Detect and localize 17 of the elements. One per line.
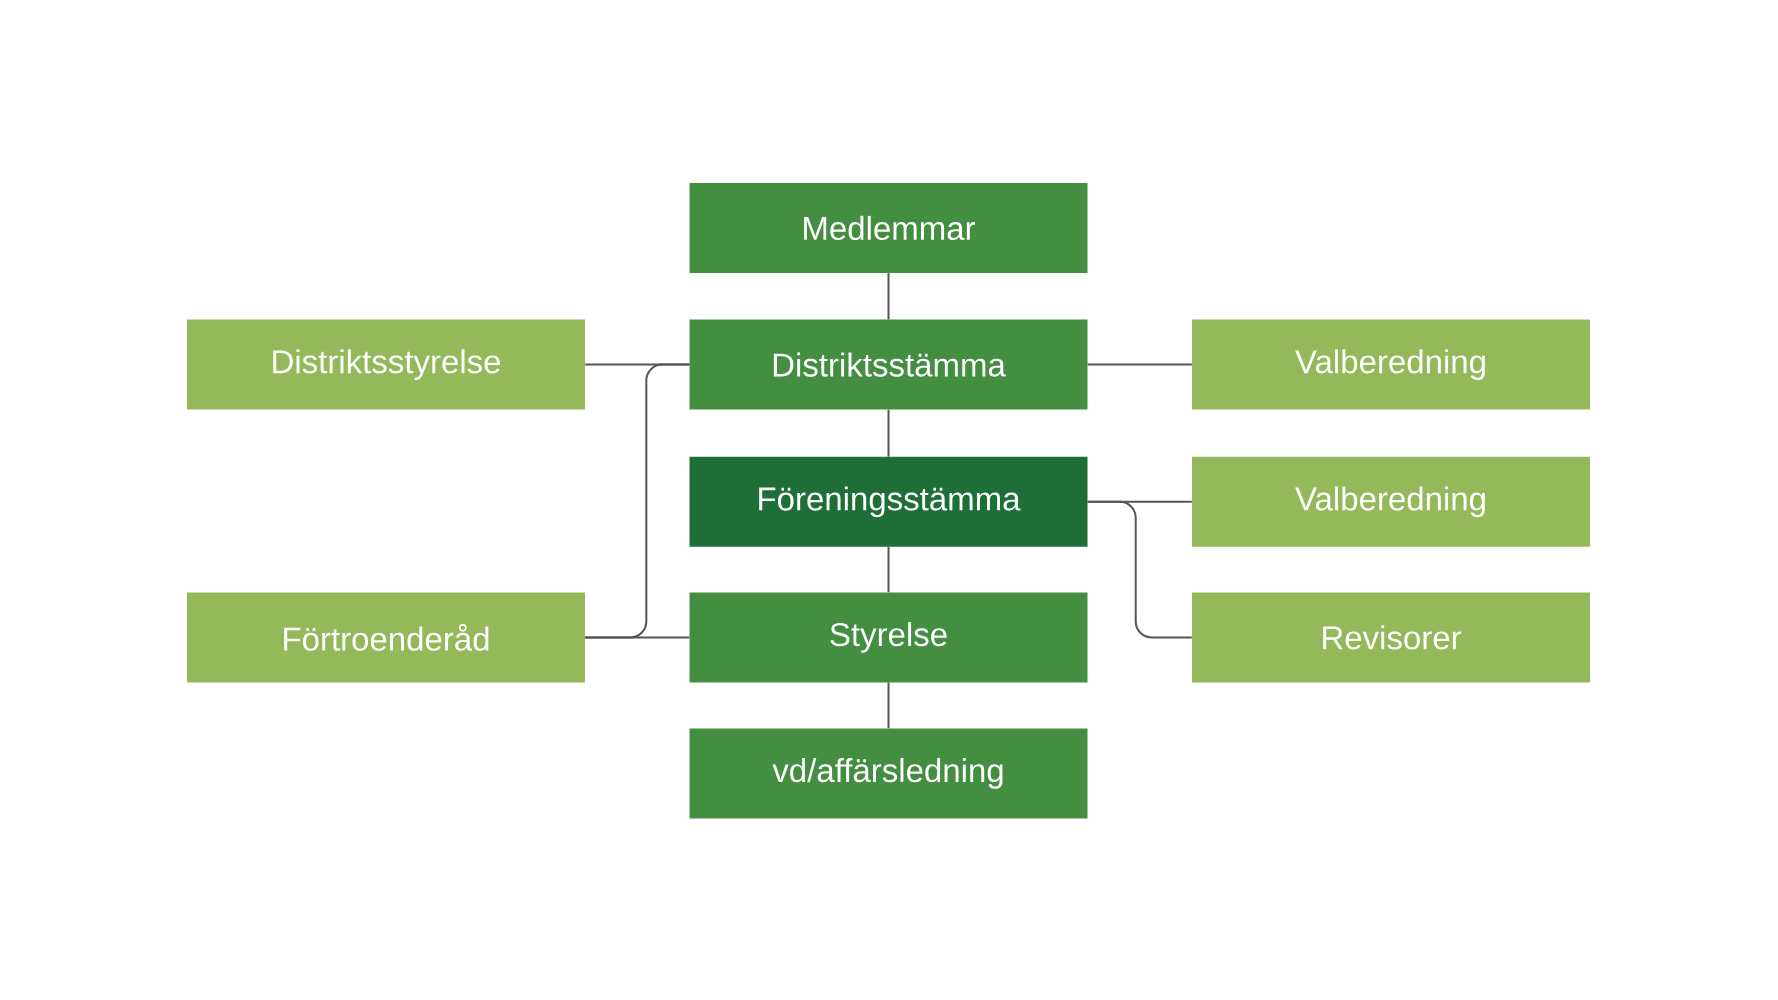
connector-line [1086,500,1193,639]
connector-line [584,636,691,639]
org-box: Förtroenderåd [187,592,585,683]
connector-line [887,546,890,594]
connector-line [887,408,890,458]
connector-line [887,681,890,730]
connector-line [1086,363,1193,366]
org-box: Valberedning [1192,319,1590,410]
org-box: Styrelse [689,592,1088,683]
org-box: Medlemmar [689,183,1088,273]
connector-line [887,272,890,321]
org-box: Distriktsstyrelse [187,319,585,410]
org-box: Föreningsstämma [689,456,1088,547]
org-box: Valberedning [1192,456,1590,547]
org-box: vd/affärsledning [689,728,1088,819]
org-box: Revisorer [1192,592,1590,683]
org-box: Distriktsstämma [689,319,1088,410]
